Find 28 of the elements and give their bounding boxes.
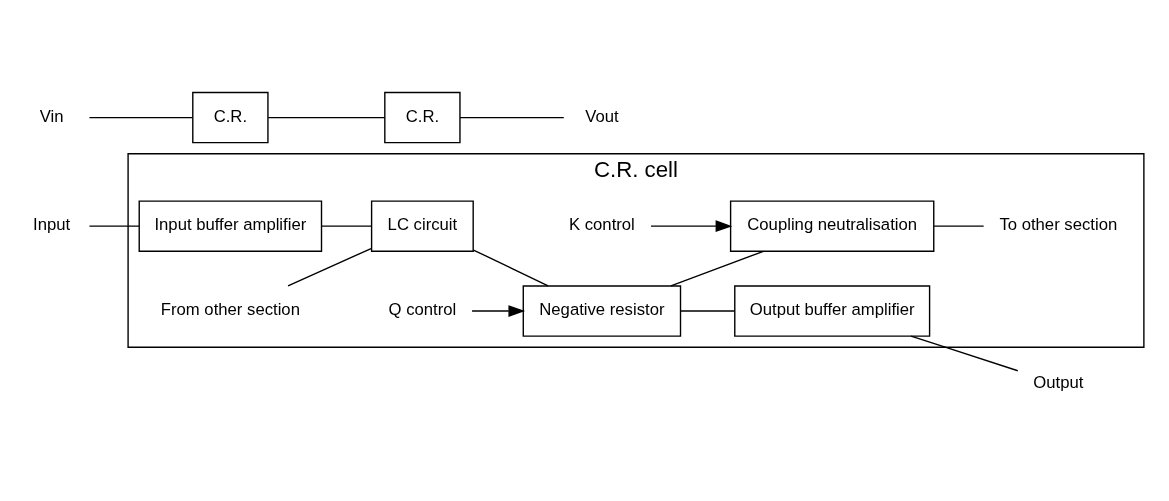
connector: [910, 335, 1019, 372]
node-box: C.R.: [192, 91, 269, 144]
connector: [267, 116, 386, 119]
connector: [933, 225, 985, 227]
node-text: To other section: [999, 215, 1118, 235]
node-box: Output buffer amplifier: [734, 285, 931, 337]
connector: [670, 250, 765, 287]
node-text: K control: [568, 215, 635, 235]
node-box: Negative resistor: [522, 285, 682, 337]
connector: [680, 310, 736, 312]
node-text: Vin: [39, 106, 64, 126]
node-box: C.R.: [384, 91, 461, 144]
node-text: From other section: [160, 300, 300, 320]
node-text: Input: [33, 215, 71, 235]
connector: [321, 225, 372, 227]
connector: [88, 225, 140, 227]
node-text: Q control: [388, 300, 457, 320]
node-box: LC circuit: [370, 200, 474, 252]
node-text: Vout: [585, 106, 619, 126]
arrow: [471, 305, 526, 317]
connector: [472, 249, 549, 287]
node-box: Coupling neutralisation: [729, 200, 935, 252]
connector: [88, 116, 194, 119]
arrow: [650, 220, 733, 232]
node-box: Input buffer amplifier: [138, 200, 323, 252]
connector: [459, 116, 565, 119]
node-text: Output: [1033, 372, 1084, 392]
connector: [287, 247, 372, 287]
